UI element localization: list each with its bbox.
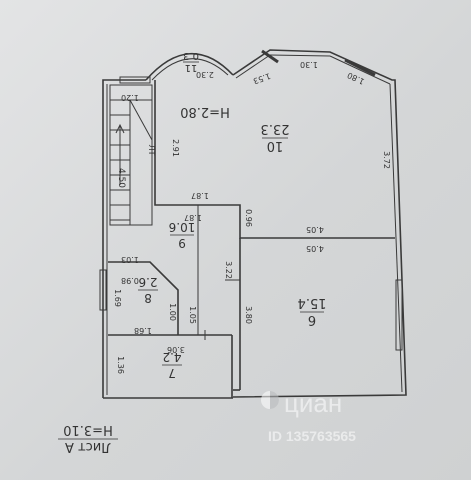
room-11-number: 11 [185,62,198,73]
dimension-labels: 2.30 1.20 4.50 ЛТ 2.91 1.87 1.87 0.96 4.… [113,60,391,374]
room-10: 10 23.3 [261,121,290,153]
watermark-logo-icon [261,391,279,409]
staircase [109,84,153,226]
room-9-number: 9 [178,236,186,250]
dim-1-68: 1.68 [134,326,152,335]
dim-1-36: 1.36 [116,356,125,374]
windows [99,49,403,351]
sheet-height: H=3.10 [63,422,113,437]
dim-3-80: 3.80 [244,306,253,324]
outer-walls [102,49,407,399]
room-8: 8 2.6 [138,275,158,305]
room-6-area: 15.4 [298,295,327,310]
dim-3-72: 3.72 [382,151,391,169]
room-11-area: 0.3 [183,50,199,61]
room-10-area: 23.3 [261,121,290,136]
dim-1-30: 1.30 [300,60,318,69]
dim-1-05: 1.05 [188,306,197,324]
watermark-id: ID 135763565 [268,428,356,444]
dim-2-91: 2.91 [171,139,180,157]
dim-4-05-b: 4.05 [306,244,324,253]
dim-stair-top: 1.20 [121,93,139,102]
dim-1-03: 1.03 [121,255,139,264]
dim-1-80: 1.80 [346,70,366,86]
interior-walls [108,80,395,398]
dim-1-87-a: 1.87 [191,191,209,200]
dim-3-06: 3.06 [167,345,185,354]
dim-1-00: 1.00 [168,303,177,321]
room-8-area: 2.6 [138,275,157,289]
room-10-number: 10 [267,138,284,153]
dim-stair-length: 4.50 [116,168,126,188]
room-7-area: 4.2 [162,350,181,364]
dim-3-22: 3.22 [224,261,233,279]
dim-0-98: 0.98 [121,276,139,285]
room-8-number: 8 [144,291,152,305]
sheet-name: Лист А [65,439,111,454]
room-7-number: 7 [168,366,176,380]
room-11: 11 0.3 [183,50,199,73]
room-6-number: 6 [308,312,316,327]
room-9-area: 10.6 [169,220,196,234]
dim-1-87-b: 1.87 [184,213,202,222]
dim-1-53: 1.53 [252,71,272,86]
dim-0-96: 0.96 [244,209,253,227]
dim-1-69: 1.69 [113,289,122,307]
ceiling-height-label: H=2.80 [180,104,230,119]
watermark: циан ID 135763565 [261,388,356,444]
sheet-title: Лист А H=3.10 [58,422,118,454]
room-9: 9 10.6 [169,220,196,250]
dim-bay: 2.30 [196,70,214,79]
dim-4-05-a: 4.05 [306,225,324,234]
room-6: 6 15.4 [298,295,327,327]
watermark-brand: циан [284,388,342,418]
room-7: 7 4.2 [162,350,182,380]
stair-label: ЛТ [147,145,156,156]
